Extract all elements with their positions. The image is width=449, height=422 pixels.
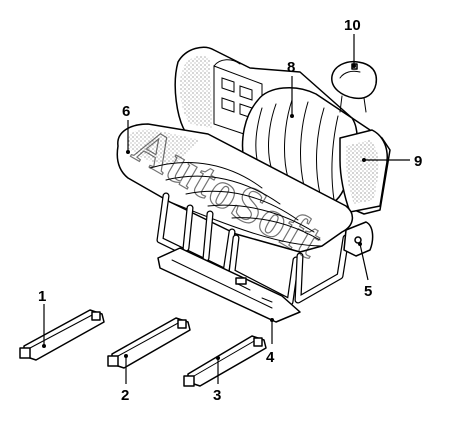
callout-labels: 1 2 3 4 5 6 8 9 10 bbox=[38, 17, 422, 404]
callout-2: 2 bbox=[121, 387, 129, 404]
callout-5: 5 bbox=[364, 283, 372, 300]
side-panel bbox=[339, 129, 388, 213]
latch-bracket bbox=[343, 221, 374, 257]
rail-part-3 bbox=[183, 335, 267, 387]
leader-lines bbox=[42, 34, 410, 384]
callout-6: 6 bbox=[122, 103, 130, 120]
callout-8: 8 bbox=[287, 59, 295, 76]
headrest bbox=[331, 60, 378, 113]
callout-10: 10 bbox=[344, 17, 361, 34]
callout-9: 9 bbox=[414, 153, 422, 170]
callout-3: 3 bbox=[213, 387, 221, 404]
rail-part-2 bbox=[107, 317, 191, 369]
callout-1: 1 bbox=[38, 288, 46, 305]
rail-part-1 bbox=[19, 309, 105, 361]
callout-4: 4 bbox=[266, 349, 275, 366]
seat-frame bbox=[156, 192, 350, 323]
